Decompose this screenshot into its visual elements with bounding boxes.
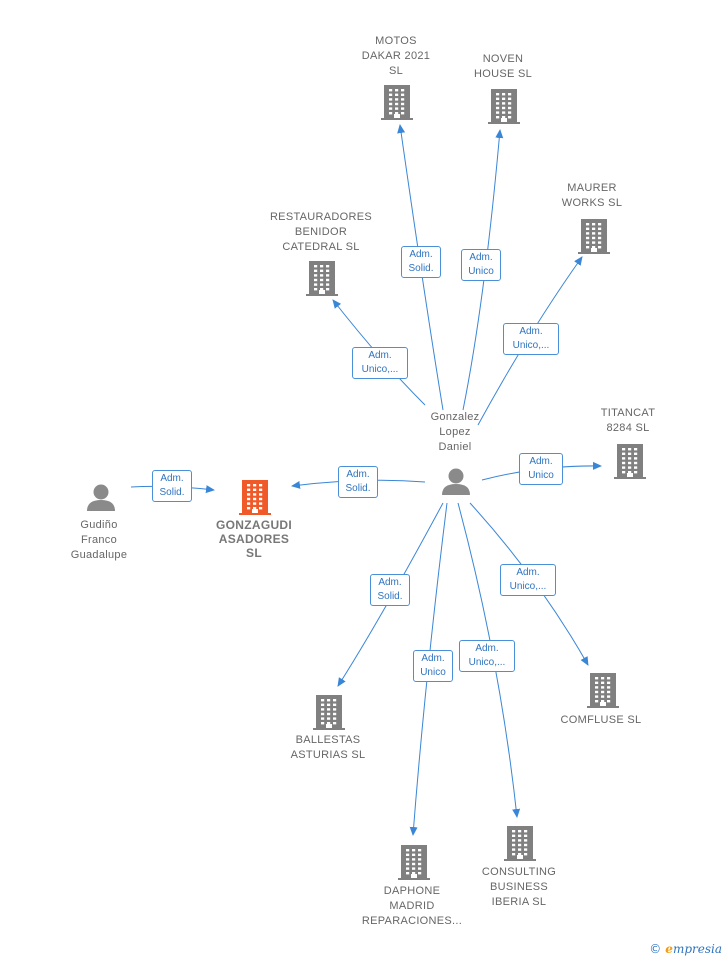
building-icon-consulting[interactable] [504,826,536,861]
person-icon-gudino[interactable] [87,484,115,512]
edge-label-gonzalez-restauradores[interactable]: Adm. Unico,... [352,347,408,379]
brand-name: mpresia [672,942,722,956]
node-label-consulting[interactable]: CONSULTING BUSINESS IBERIA SL [481,865,557,908]
node-label-noven[interactable]: NOVEN HOUSE SL [473,53,533,80]
building-icon-motos[interactable] [381,85,413,120]
brand-initial: e [665,942,673,956]
edge-gonzalez-noven [462,129,504,411]
node-label-daphone[interactable]: DAPHONE MADRID REPARACIONES... [361,884,463,927]
node-label-restauradores[interactable]: RESTAURADORES BENIDOR CATEDRAL SL [269,210,373,253]
edge-label-gonzalez-noven[interactable]: Adm. Unico [461,249,501,281]
edge-gonzalez-motos [397,124,444,411]
node-label-gonzagudi[interactable]: GONZAGUDI ASADORES SL [215,517,293,560]
edge-label-gonzalez-titancat[interactable]: Adm. Unico [519,453,563,485]
copyright-symbol: © [649,942,662,956]
node-label-maurer[interactable]: MAURER WORKS SL [561,182,623,209]
building-icon-gonzagudi[interactable] [239,480,271,515]
edge-label-gonzalez-daphone[interactable]: Adm. Unico [413,650,453,682]
edge-label-gonzalez-ballestas[interactable]: Adm. Solid. [370,574,410,606]
edge-label-gonzalez-motos[interactable]: Adm. Solid. [401,246,441,278]
edge-gonzalez-ballestas [337,502,444,687]
building-icon-daphone[interactable] [398,845,430,880]
node-label-gonzalez[interactable]: Gonzalez Lopez Daniel [430,410,480,453]
edge-label-gonzalez-consulting[interactable]: Adm. Unico,... [459,640,515,672]
building-icon-noven[interactable] [488,89,520,124]
building-icon-titancat[interactable] [614,444,646,479]
building-icon-maurer[interactable] [578,219,610,254]
building-icon-ballestas[interactable] [313,695,345,730]
edge-label-gudino-gonzagudi[interactable]: Adm. Solid. [152,470,192,502]
edge-label-gonzalez-maurer[interactable]: Adm. Unico,... [503,323,559,355]
node-label-titancat[interactable]: TITANCAT 8284 SL [600,407,656,434]
empresia-watermark: ©empresia [649,942,722,956]
person-icon-gonzalez[interactable] [442,468,470,496]
node-label-motos[interactable]: MOTOS DAKAR 2021 SL [361,34,431,77]
node-label-ballestas[interactable]: BALLESTAS ASTURIAS SL [290,734,366,761]
edge-label-gonzalez-comfluse[interactable]: Adm. Unico,... [500,564,556,596]
building-icon-comfluse[interactable] [587,673,619,708]
edge-label-gonzalez-gonzagudi[interactable]: Adm. Solid. [338,466,378,498]
node-label-gudino[interactable]: Gudiño Franco Guadalupe [70,518,128,561]
node-label-comfluse[interactable]: COMFLUSE SL [560,713,642,726]
building-icon-restauradores[interactable] [306,261,338,296]
